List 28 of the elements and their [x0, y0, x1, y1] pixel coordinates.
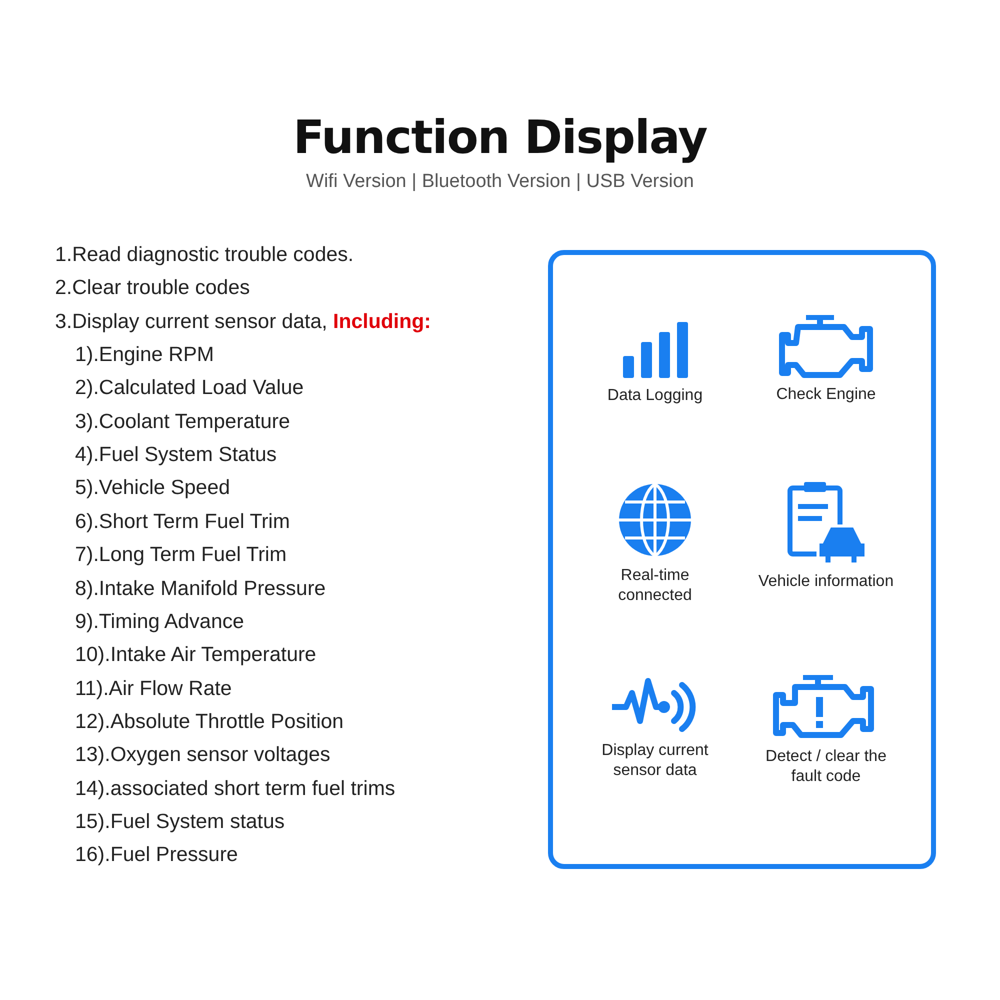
- list-item: 8).Intake Manifold Pressure: [75, 576, 326, 600]
- list-item: 2.Clear trouble codes: [55, 276, 250, 300]
- list-item: 15).Fuel System status: [75, 810, 285, 834]
- list-item: 16).Fuel Pressure: [75, 843, 238, 868]
- list-item: 11).Air Flow Rate: [75, 676, 232, 701]
- list-item: 6).Short Term Fuel Trim: [75, 510, 290, 534]
- feature-label: Detect / clear the fault code: [764, 747, 888, 787]
- list-item: 14).associated short term fuel trims: [75, 776, 396, 801]
- feature-label: Vehicle information: [758, 572, 894, 592]
- list-item: 13).Oxygen sensor voltages: [75, 743, 330, 768]
- list-item: 10).Intake Air Temperature: [75, 643, 316, 668]
- list-item: 5).Vehicle Speed: [75, 476, 230, 500]
- list-item: 1.Read diagnostic trouble codes.: [55, 243, 354, 267]
- list-item: 3.Display current sensor data, Including:: [55, 310, 431, 334]
- list-item: 12).Absolute Throttle Position: [75, 710, 344, 734]
- feature-panel: [548, 250, 936, 869]
- title: Function Display: [292, 110, 708, 164]
- feature-label: Check Engine: [776, 385, 876, 405]
- list-item: 3).Coolant Temperature: [75, 410, 290, 434]
- list-item: 7).Long Term Fuel Trim: [75, 543, 287, 568]
- feature-label: Data Logging: [607, 386, 703, 406]
- list-item: 2).Calculated Load Value: [75, 376, 304, 400]
- feature-label: Real-time connected: [617, 566, 693, 606]
- list-item: 9).Timing Advance: [75, 610, 244, 634]
- list-item: 1).Engine RPM: [75, 343, 214, 368]
- list-item: 4).Fuel System Status: [75, 443, 277, 468]
- feature-label: Display current sensor data: [600, 741, 710, 781]
- subtitle: Wifi Version | Bluetooth Version | USB Version: [305, 171, 695, 193]
